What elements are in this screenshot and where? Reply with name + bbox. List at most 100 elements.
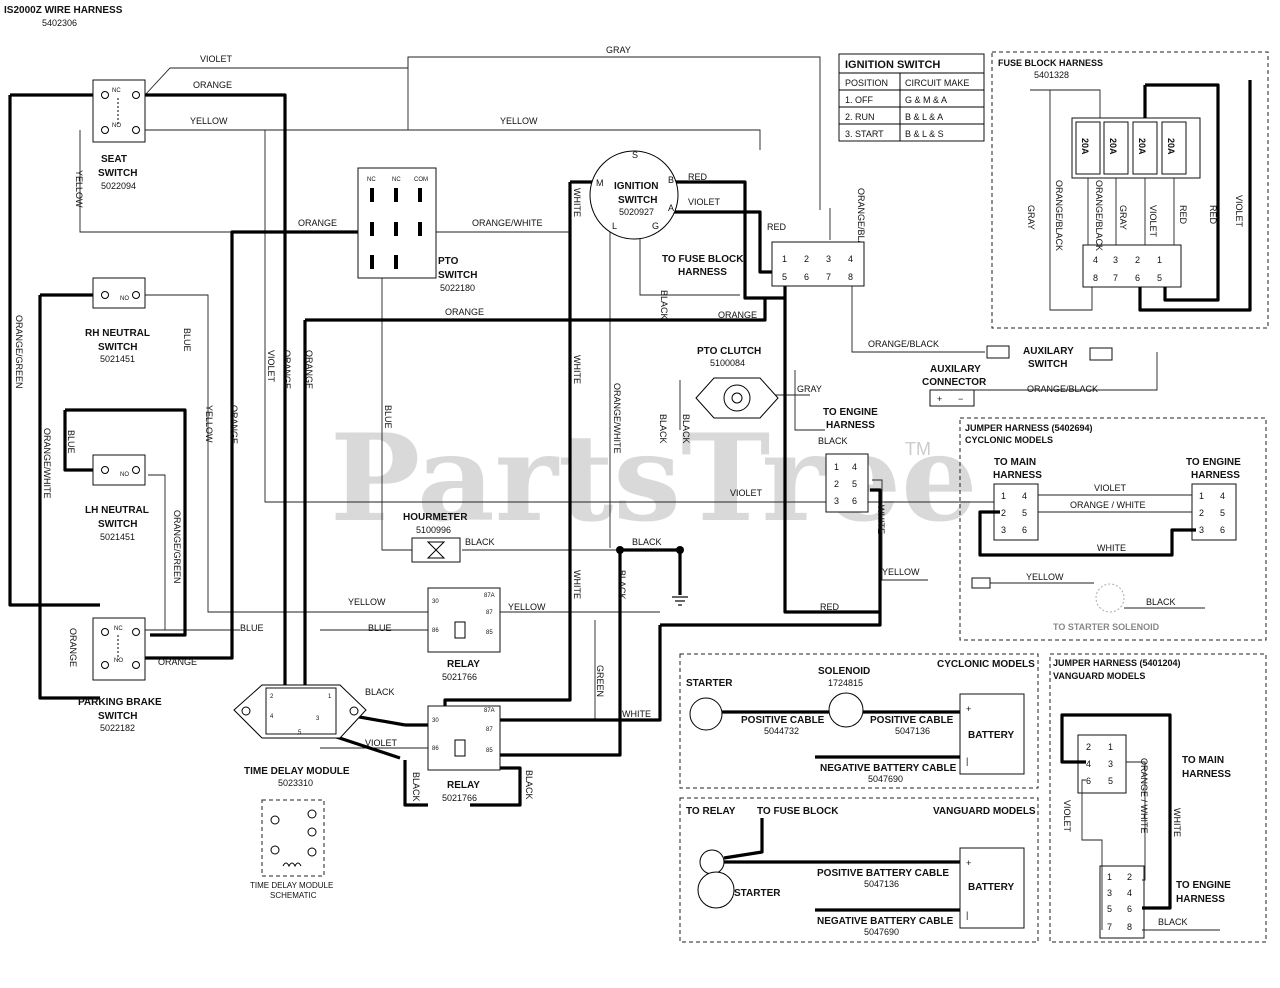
svg-text:WHITE: WHITE (572, 570, 582, 599)
svg-text:SCHEMATIC: SCHEMATIC (270, 891, 317, 900)
svg-text:POSITION: POSITION (845, 78, 888, 88)
svg-text:2. RUN: 2. RUN (845, 112, 875, 122)
svg-text:WHITE: WHITE (622, 709, 651, 719)
svg-text:5021451: 5021451 (100, 354, 135, 364)
svg-text:WHITE: WHITE (1097, 543, 1126, 553)
svg-text:NO: NO (120, 296, 129, 302)
svg-text:3: 3 (316, 716, 320, 722)
svg-text:IGNITION: IGNITION (614, 181, 658, 192)
svg-text:VIOLET: VIOLET (1062, 800, 1072, 833)
svg-text:+: + (966, 704, 971, 714)
diagram-part-number: 5402306 (42, 18, 77, 28)
ignition-table: IGNITION SWITCH POSITION CIRCUIT MAKE 1.… (838, 53, 985, 142)
svg-text:5: 5 (298, 730, 302, 736)
svg-text:YELLOW: YELLOW (74, 170, 84, 208)
svg-text:+: + (966, 858, 971, 868)
svg-text:4: 4 (1220, 491, 1225, 501)
cyclonic-jumper-harness: JUMPER HARNESS (5402694) CYCLONIC MODELS… (959, 417, 1267, 641)
svg-text:NC: NC (392, 177, 401, 183)
junction-dot (676, 546, 684, 554)
svg-text:SWITCH: SWITCH (618, 195, 657, 206)
svg-text:AUXILARY: AUXILARY (1023, 346, 1074, 357)
svg-text:BLACK: BLACK (365, 687, 395, 697)
svg-text:ORANGE: ORANGE (304, 350, 314, 389)
svg-text:BLACK: BLACK (1158, 917, 1188, 927)
svg-text:SWITCH: SWITCH (98, 168, 137, 179)
svg-text:HARNESS: HARNESS (993, 470, 1042, 481)
svg-text:3: 3 (1108, 759, 1113, 769)
pto-switch: NC NC COM PTO SWITCH 5022180 (357, 167, 477, 293)
svg-text:ORANGE/WHITE: ORANGE/WHITE (472, 218, 543, 228)
svg-text:HARNESS: HARNESS (1182, 769, 1231, 780)
svg-text:3: 3 (826, 254, 831, 264)
svg-text:NEGATIVE BATTERY CABLE: NEGATIVE BATTERY CABLE (817, 916, 954, 927)
svg-text:NC: NC (114, 626, 123, 632)
watermark-tm: TM (905, 439, 931, 459)
svg-text:CIRCUIT MAKE: CIRCUIT MAKE (905, 78, 969, 88)
svg-text:IGNITION SWITCH: IGNITION SWITCH (845, 59, 940, 71)
svg-text:6: 6 (1022, 525, 1027, 535)
svg-text:VIOLET: VIOLET (1148, 205, 1158, 238)
svg-text:GRAY: GRAY (1118, 205, 1128, 230)
svg-text:3: 3 (1001, 525, 1006, 535)
svg-text:B: B (668, 175, 674, 185)
svg-text:STARTER: STARTER (686, 678, 733, 689)
svg-text:M: M (596, 178, 604, 188)
svg-text:HARNESS: HARNESS (678, 267, 727, 278)
svg-text:8: 8 (848, 272, 853, 282)
svg-text:6: 6 (1135, 273, 1140, 283)
svg-text:6: 6 (1127, 904, 1132, 914)
svg-text:BLUE: BLUE (66, 430, 76, 454)
svg-text:6: 6 (804, 272, 809, 282)
svg-text:BLACK: BLACK (524, 770, 534, 800)
parking-brake-switch: NC NO PARKING BRAKE SWITCH 5022182 (78, 617, 162, 733)
svg-text:TO ENGINE: TO ENGINE (1186, 457, 1241, 468)
svg-text:BLACK: BLACK (1146, 597, 1176, 607)
svg-text:FUSE BLOCK HARNESS: FUSE BLOCK HARNESS (998, 58, 1103, 68)
svg-text:5023310: 5023310 (278, 778, 313, 788)
svg-text:20A: 20A (1166, 138, 1176, 155)
svg-text:RED: RED (767, 222, 787, 232)
svg-text:YELLOW: YELLOW (882, 567, 920, 577)
svg-text:VIOLET: VIOLET (1234, 195, 1244, 228)
svg-text:2: 2 (1199, 508, 1204, 518)
svg-text:VANGUARD MODELS: VANGUARD MODELS (1053, 671, 1145, 681)
svg-text:YELLOW: YELLOW (348, 597, 386, 607)
watermark: PartsTree (330, 408, 977, 549)
svg-text:VIOLET: VIOLET (365, 738, 398, 748)
svg-text:YELLOW: YELLOW (500, 116, 538, 126)
svg-text:GREEN: GREEN (595, 665, 605, 697)
svg-text:VANGUARD MODELS: VANGUARD MODELS (933, 806, 1036, 817)
svg-text:1: 1 (834, 462, 839, 472)
svg-text:5100996: 5100996 (416, 525, 451, 535)
svg-text:RED: RED (1178, 205, 1188, 225)
cyclonic-models-panel: CYCLONIC MODELS STARTER SOLENOID 1724815… (679, 653, 1039, 789)
svg-text:ORANGE: ORANGE (718, 310, 757, 320)
svg-text:SWITCH: SWITCH (98, 711, 137, 722)
svg-text:ORANGE / WHITE: ORANGE / WHITE (1070, 500, 1146, 510)
svg-text:HOURMETER: HOURMETER (403, 512, 468, 523)
svg-text:LH NEUTRAL: LH NEUTRAL (85, 505, 149, 516)
svg-text:5022180: 5022180 (440, 283, 475, 293)
svg-text:NO: NO (114, 658, 123, 664)
svg-text:BLACK: BLACK (659, 290, 669, 320)
svg-text:NC: NC (367, 177, 376, 183)
svg-text:5100084: 5100084 (710, 358, 745, 368)
svg-text:YELLOW: YELLOW (204, 405, 214, 443)
svg-text:POSITIVE CABLE: POSITIVE CABLE (870, 715, 954, 726)
svg-text:ORANGE/WHITE: ORANGE/WHITE (42, 428, 52, 499)
auxiliary-connector: + − AUXILARY CONNECTOR AUXILARY SWITCH (922, 345, 1113, 407)
svg-text:5: 5 (782, 272, 787, 282)
svg-text:1: 1 (1001, 491, 1006, 501)
svg-text:HARNESS: HARNESS (1191, 470, 1240, 481)
svg-text:ORANGE/GREEN: ORANGE/GREEN (14, 315, 24, 389)
svg-text:1724815: 1724815 (828, 678, 863, 688)
svg-text:BLACK: BLACK (658, 414, 668, 444)
svg-text:NEGATIVE BATTERY CABLE: NEGATIVE BATTERY CABLE (820, 763, 957, 774)
svg-text:B & L & S: B & L & S (905, 129, 944, 139)
svg-text:ORANGE: ORANGE (68, 628, 78, 667)
svg-text:3. START: 3. START (845, 129, 884, 139)
svg-text:20A: 20A (1080, 138, 1090, 155)
svg-text:5: 5 (852, 479, 857, 489)
